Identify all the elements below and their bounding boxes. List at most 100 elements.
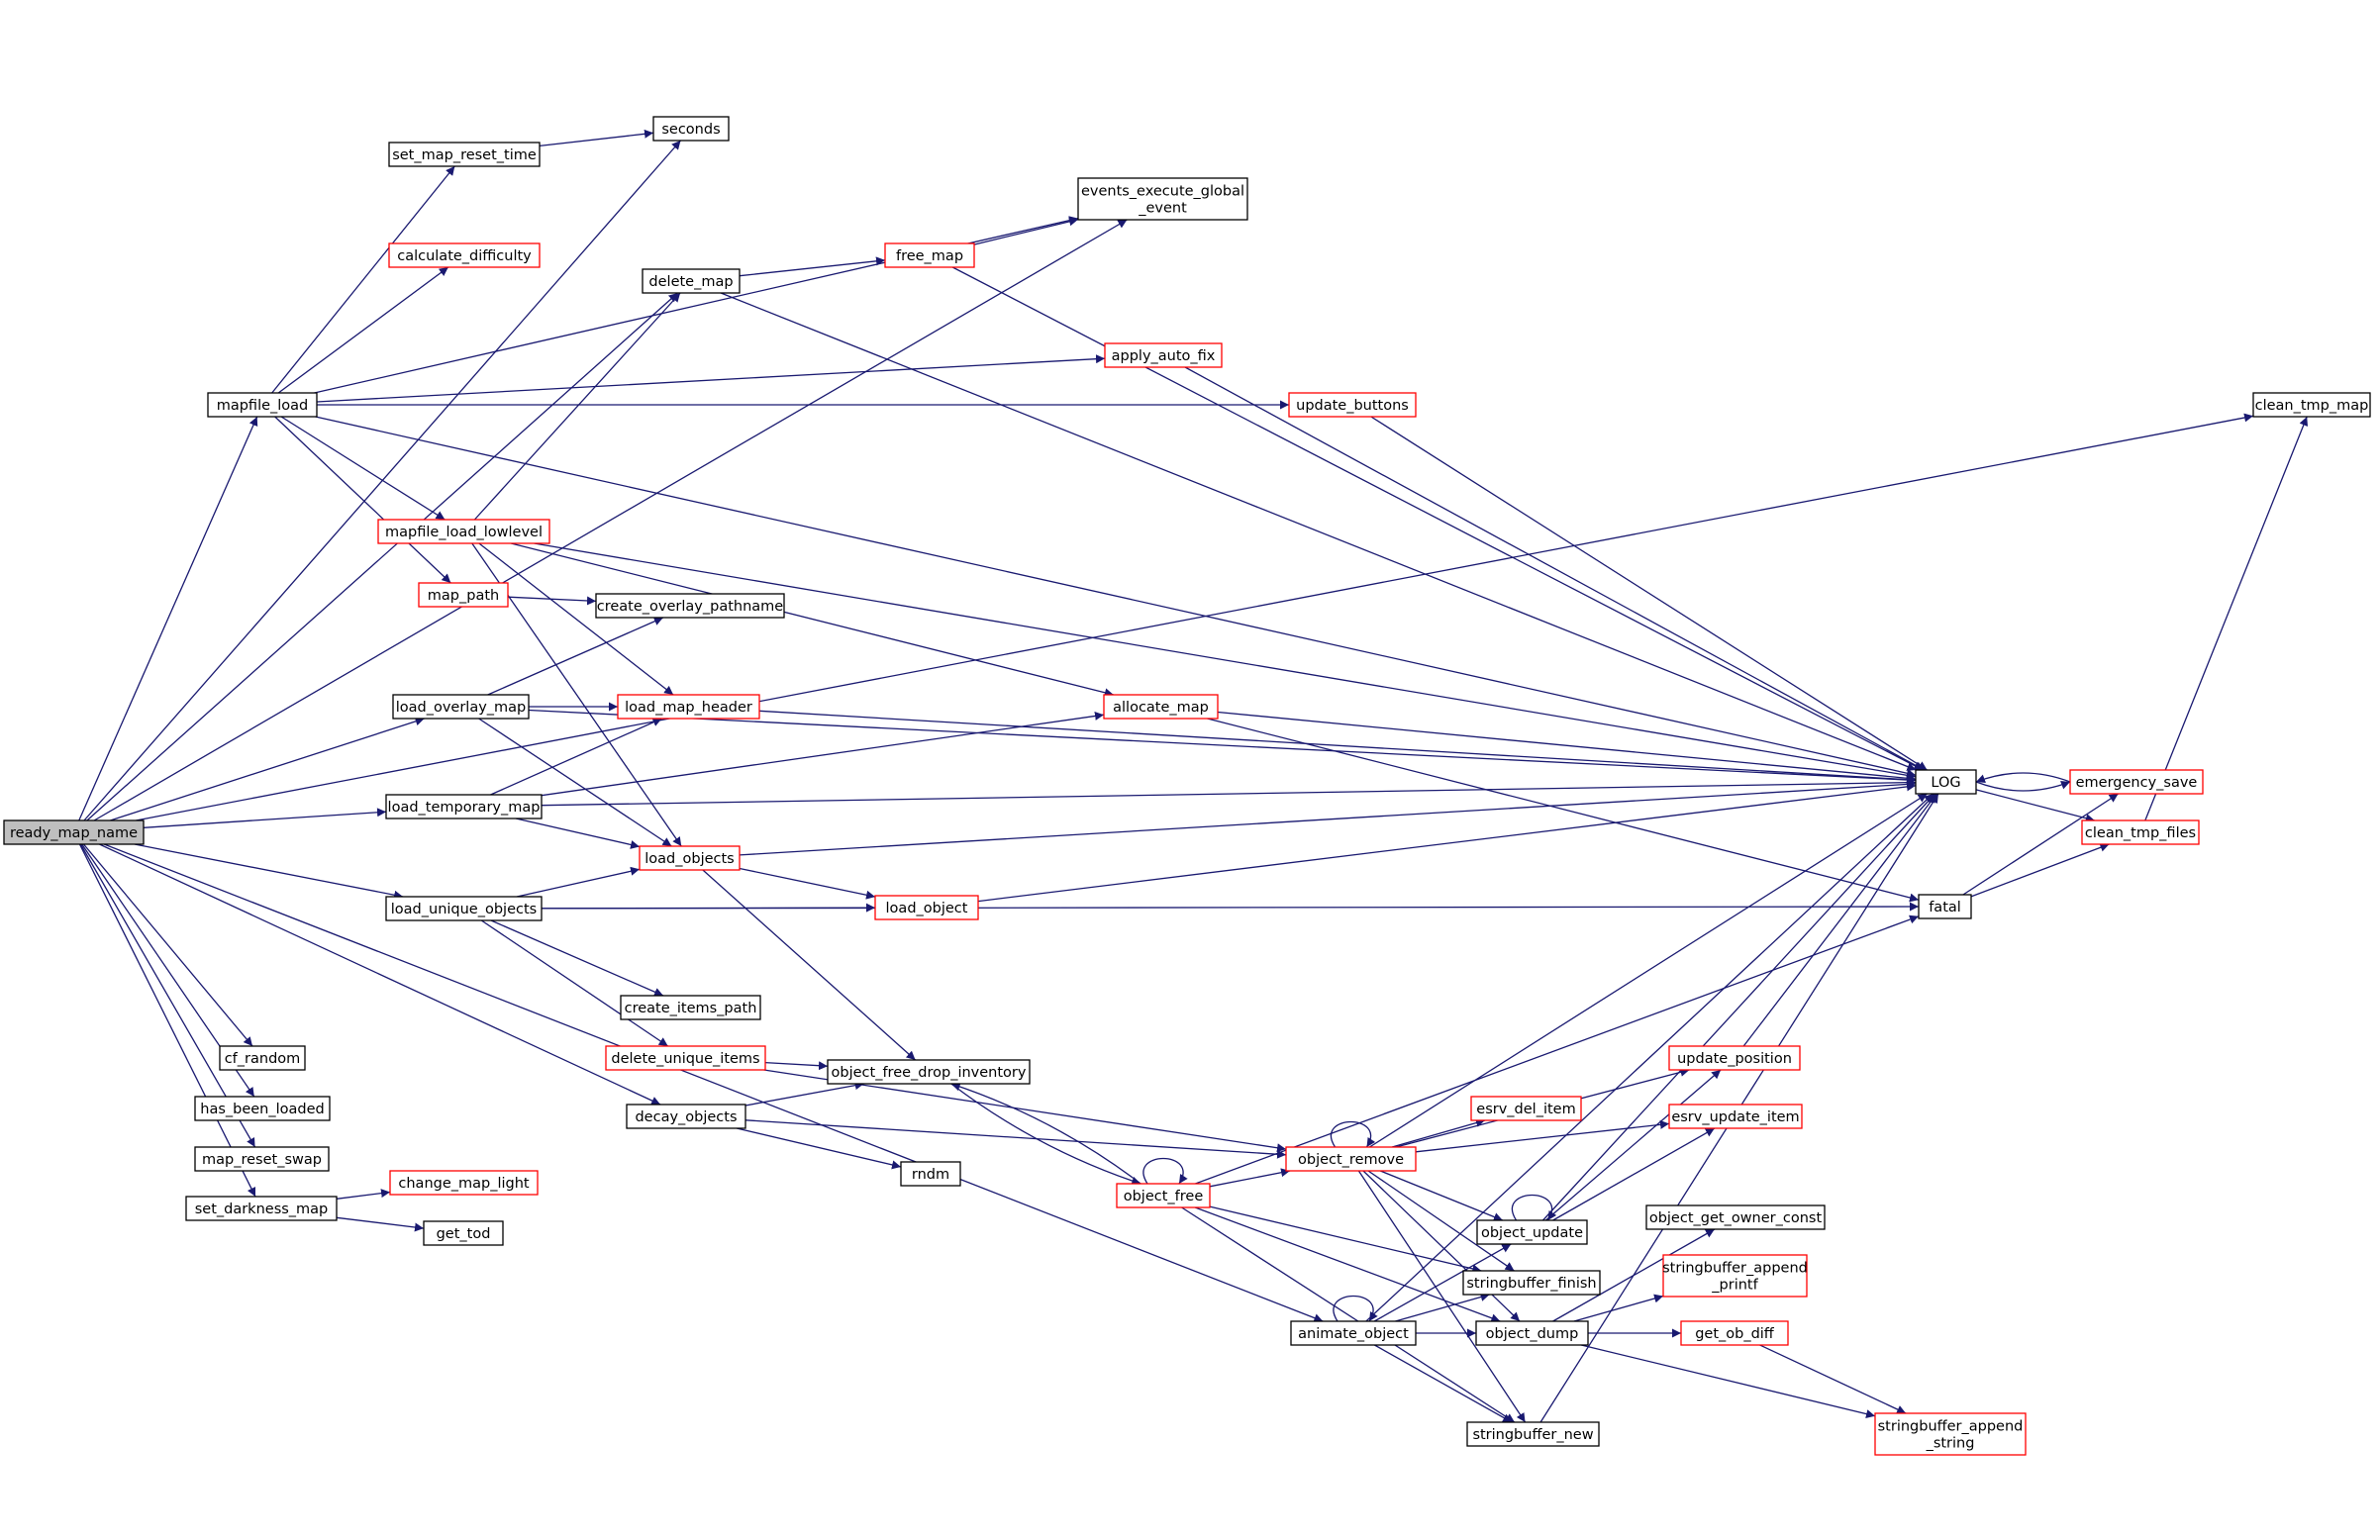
node-apply-auto-fix[interactable]: apply_auto_fix xyxy=(1104,342,1223,368)
node-label: _string xyxy=(1926,1436,1975,1452)
node-esrv-del-item[interactable]: esrv_del_item xyxy=(1470,1096,1582,1121)
node-box xyxy=(194,1096,331,1121)
edge-decay-objects-to-rndm xyxy=(736,1127,902,1170)
node-seconds[interactable]: seconds xyxy=(652,116,730,142)
node-decay-objects[interactable]: decay_objects xyxy=(626,1104,746,1129)
node-box xyxy=(1077,177,1248,221)
edge-free-map-to-log xyxy=(951,266,1924,771)
node-box xyxy=(827,1059,1031,1085)
edge-mapfile-load-lowlevel-to-allocate-map xyxy=(511,542,1114,698)
edge-mapfile-load-lowlevel-to-delete-map xyxy=(473,292,681,521)
node-mapfile-load-lowlevel[interactable]: mapfile_load_lowlevel xyxy=(377,519,550,544)
node-load-object[interactable]: load_object xyxy=(874,895,979,920)
edge-object-remove-to-esrv-update-item xyxy=(1415,1119,1670,1153)
node-set-darkness-map[interactable]: set_darkness_map xyxy=(185,1196,338,1221)
node-box xyxy=(1462,1270,1601,1296)
node-label: ready_map_name xyxy=(10,825,138,841)
node-events-execute-global-event[interactable]: events_execute_global_event xyxy=(1077,177,1248,221)
edge-object-free-to-stringbuffer-finish xyxy=(1209,1205,1482,1274)
node-label: stringbuffer_append xyxy=(1662,1261,1808,1277)
node-animate-object[interactable]: animate_object xyxy=(1290,1320,1417,1346)
node-change-map-light[interactable]: change_map_light xyxy=(389,1170,539,1196)
node-update-position[interactable]: update_position xyxy=(1668,1045,1801,1071)
node-box xyxy=(642,268,741,294)
edge-object-remove-to-stringbuffer-new xyxy=(1357,1170,1527,1423)
node-box xyxy=(874,895,979,920)
edge-update-buttons-to-log xyxy=(1370,416,1928,771)
node-object-get-owner-const[interactable]: object_get_owner_const xyxy=(1645,1204,1826,1230)
node-label: mapfile_load xyxy=(217,398,309,414)
node-label: delete_map xyxy=(648,274,733,290)
node-rndm[interactable]: rndm xyxy=(900,1161,961,1187)
node-load-temporary-map[interactable]: load_temporary_map xyxy=(385,794,543,819)
edge-mapfile-load-to-map-path xyxy=(274,416,451,584)
node-map-path[interactable]: map_path xyxy=(418,582,509,608)
node-stringbuffer-append-printf[interactable]: stringbuffer_append_printf xyxy=(1662,1254,1808,1298)
node-delete-map[interactable]: delete_map xyxy=(642,268,741,294)
node-box xyxy=(1668,1045,1801,1071)
node-object-free[interactable]: object_free xyxy=(1116,1183,1211,1208)
node-set-map-reset-time[interactable]: set_map_reset_time xyxy=(388,142,541,167)
edge-load-temporary-map-to-allocate-map xyxy=(541,712,1105,797)
edge-object-remove-to-object-dump xyxy=(1362,1170,1521,1322)
node-stringbuffer-finish[interactable]: stringbuffer_finish xyxy=(1462,1270,1601,1296)
node-fatal[interactable]: fatal xyxy=(1918,894,1972,919)
node-object-update[interactable]: object_update xyxy=(1476,1219,1588,1245)
node-map-reset-swap[interactable]: map_reset_swap xyxy=(194,1146,330,1172)
node-delete-unique-items[interactable]: delete_unique_items xyxy=(605,1045,766,1071)
edge-ready-map-name-to-delete-map xyxy=(86,292,679,821)
node-clean-tmp-files[interactable]: clean_tmp_files xyxy=(2081,819,2200,845)
edge-animate-object-to-stringbuffer-new xyxy=(1374,1344,1513,1423)
node-load-objects[interactable]: load_objects xyxy=(639,845,741,871)
edge-load-object-to-log xyxy=(977,782,1917,903)
node-emergency-save[interactable]: emergency_save xyxy=(2069,769,2204,795)
node-allocate-map[interactable]: allocate_map xyxy=(1103,694,1219,720)
node-get-tod[interactable]: get_tod xyxy=(423,1220,504,1246)
node-calculate-difficulty[interactable]: calculate_difficulty xyxy=(388,242,541,268)
node-box xyxy=(1668,1104,1803,1129)
node-label: seconds xyxy=(661,122,720,138)
node-update-buttons[interactable]: update_buttons xyxy=(1288,392,1417,418)
edge-mapfile-load-lowlevel-to-log xyxy=(534,542,1917,780)
node-esrv-update-item[interactable]: esrv_update_item xyxy=(1668,1104,1803,1129)
node-create-overlay-pathname[interactable]: create_overlay_pathname xyxy=(595,593,785,619)
edge-ready-map-name-to-set-darkness-map xyxy=(78,843,256,1198)
node-has-been-loaded[interactable]: has_been_loaded xyxy=(194,1096,331,1121)
node-clean-tmp-map[interactable]: clean_tmp_map xyxy=(2252,392,2371,418)
edge-object-update-to-update-position xyxy=(1544,1069,1722,1221)
node-get-ob-diff[interactable]: get_ob_diff xyxy=(1680,1320,1789,1346)
node-label: free_map xyxy=(896,248,963,264)
node-object-free-drop-inventory[interactable]: object_free_drop_inventory xyxy=(827,1059,1031,1085)
node-load-overlay-map[interactable]: load_overlay_map xyxy=(392,694,530,720)
node-box xyxy=(1915,769,1977,795)
node-create-items-path[interactable]: create_items_path xyxy=(620,995,761,1020)
edge-mapfile-load-to-calculate-difficulty xyxy=(277,266,449,394)
node-label: get_ob_diff xyxy=(1695,1326,1775,1342)
edge-fatal-to-clean-tmp-files xyxy=(1970,842,2110,898)
node-box xyxy=(418,582,509,608)
node-label: esrv_update_item xyxy=(1671,1109,1799,1125)
node-load-map-header[interactable]: load_map_header xyxy=(617,694,760,720)
node-label: events_execute_global xyxy=(1081,184,1244,200)
node-load-unique-objects[interactable]: load_unique_objects xyxy=(385,896,543,921)
node-ready-map-name[interactable]: ready_map_name xyxy=(3,819,145,845)
node-object-remove[interactable]: object_remove xyxy=(1285,1146,1417,1172)
node-label: apply_auto_fix xyxy=(1112,348,1216,364)
node-box xyxy=(1466,1421,1600,1447)
edge-delete-map-to-log xyxy=(720,292,1917,771)
node-mapfile-load[interactable]: mapfile_load xyxy=(207,392,318,418)
edge-mapfile-load-to-log xyxy=(315,416,1917,778)
edge-load-objects-to-load-object xyxy=(739,867,876,900)
node-label: set_map_reset_time xyxy=(392,147,537,163)
node-free-map[interactable]: free_map xyxy=(884,242,975,268)
node-object-dump[interactable]: object_dump xyxy=(1475,1320,1589,1346)
node-stringbuffer-new[interactable]: stringbuffer_new xyxy=(1466,1421,1600,1447)
node-label: map_reset_swap xyxy=(202,1152,322,1168)
node-cf-random[interactable]: cf_random xyxy=(219,1045,306,1071)
node-stringbuffer-append-string[interactable]: stringbuffer_append_string xyxy=(1874,1412,2027,1456)
edge-object-free-to-object-free-drop-inventory xyxy=(950,1082,1141,1185)
node-log[interactable]: LOG xyxy=(1915,769,1977,795)
node-label: allocate_map xyxy=(1113,700,1209,716)
node-label: object_get_owner_const xyxy=(1649,1210,1823,1226)
edge-load-unique-objects-to-load-objects xyxy=(516,866,641,898)
